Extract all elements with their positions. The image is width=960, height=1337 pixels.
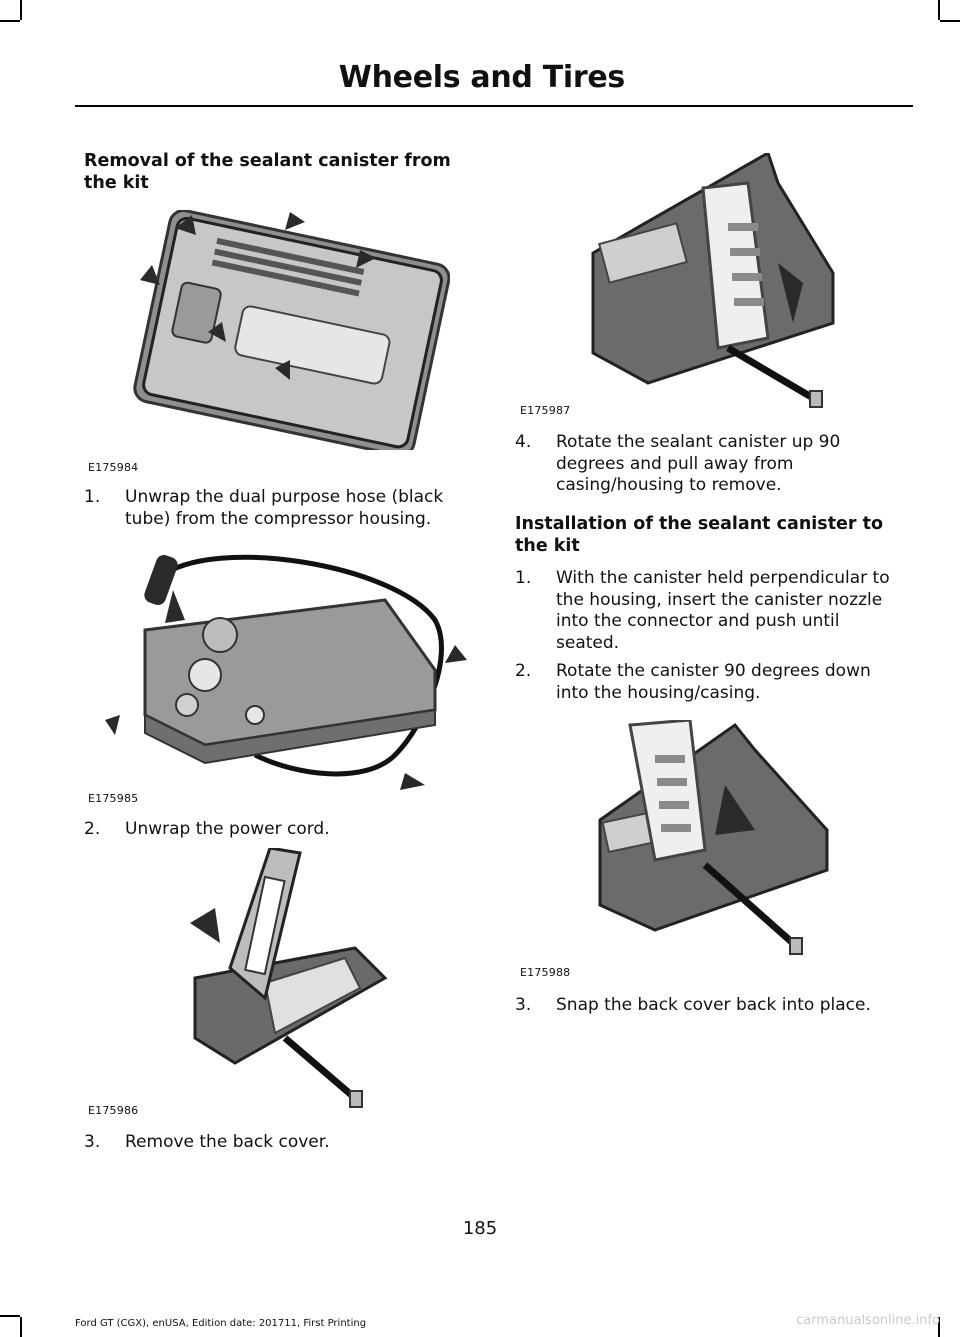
step-item: 3. Remove the back cover. [84,1132,479,1154]
crop-mark [938,1317,940,1337]
step-item: 2. Unwrap the power cord. [84,819,479,841]
header-rule [75,105,913,107]
step-item: 1. Unwrap the dual purpose hose (black t… [84,487,479,530]
step-text: Unwrap the dual purpose hose (black tube… [125,487,444,529]
step-item: 2. Rotate the canister 90 degrees down i… [515,661,905,704]
figure-id: E175987 [520,404,571,417]
installation-heading: Installation of the sealant canister to … [515,514,884,556]
step-text: Unwrap the power cord. [125,819,330,839]
step-item: 4. Rotate the sealant canister up 90 deg… [515,432,905,497]
crop-mark [940,20,960,22]
page-title: Wheels and Tires [338,60,626,95]
step-item: 3. Snap the back cover back into place. [515,995,905,1017]
step-text: With the canister held perpendicular to … [556,568,890,653]
crop-mark [20,1317,22,1337]
crop-mark [20,0,22,20]
step-number: 4. [515,432,532,452]
crop-mark [0,20,20,22]
figure-remove-cover-clips [130,210,450,450]
figure-unwrap-hose [95,535,475,790]
removal-heading: Removal of the sealant canister from the… [84,151,451,193]
figure-id: E175984 [88,461,139,474]
crop-mark [0,1315,20,1317]
step-number: 3. [84,1132,101,1152]
figure-rotate-canister-down [595,720,835,965]
step-item: 1. With the canister held perpendicular … [515,568,905,654]
figure-id: E175986 [88,1104,139,1117]
crop-mark [938,0,940,20]
step-text: Rotate the sealant canister up 90 degree… [556,432,841,495]
step-text: Snap the back cover back into place. [556,995,871,1015]
step-number: 3. [515,995,532,1015]
step-text: Remove the back cover. [125,1132,330,1152]
page-number: 185 [462,1218,498,1239]
footer-edition: Ford GT (CGX), enUSA, Edition date: 2017… [75,1318,367,1329]
step-text: Rotate the canister 90 degrees down into… [556,661,871,703]
step-number: 2. [84,819,101,839]
figure-back-cover [175,848,390,1118]
figure-rotate-canister-up [588,153,838,415]
step-number: 1. [515,568,532,588]
figure-id: E175985 [88,792,139,805]
watermark[interactable]: carmanualsonline.info [796,1313,940,1328]
step-number: 1. [84,487,101,507]
step-number: 2. [515,661,532,681]
figure-id: E175988 [520,966,571,979]
